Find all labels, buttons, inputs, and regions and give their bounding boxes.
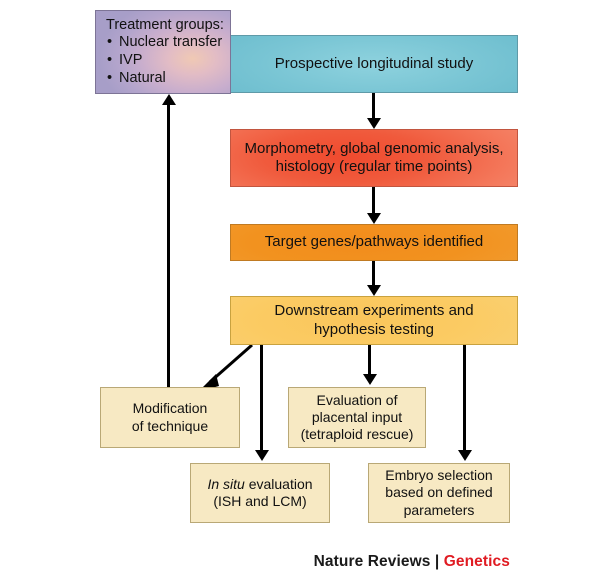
list-item: Nuclear transfer [107,34,230,52]
arrowhead-modification-to-treatment [161,94,176,105]
node-label-line1: Downstream experiments and [274,302,474,320]
node-label-line1: Embryo selection [385,467,493,484]
arrowhead-downstream-to-embryo [457,450,472,461]
figure-credit-footer: Nature Reviews | Genetics [314,553,510,571]
node-label-line3: parameters [403,501,475,518]
connector-downstream-to-embryo [463,345,466,451]
node-morphometry-analysis[interactable]: Morphometry, global genomic analysis, hi… [230,129,518,187]
node-placental-evaluation[interactable]: Evaluation of placental input (tetraploi… [288,387,426,448]
node-target-genes-pathways[interactable]: Target genes/pathways identified [230,224,518,261]
connector-morphometry-to-target [372,187,375,215]
node-embryo-selection[interactable]: Embryo selection based on defined parame… [368,463,510,523]
node-label-line2: (ISH and LCM) [213,493,307,509]
node-label-line3: (tetraploid rescue) [300,426,414,443]
node-in-situ-evaluation[interactable]: In situ evaluation (ISH and LCM) [190,463,330,523]
footer-title: Genetics [443,553,510,570]
connector-target-to-downstream [372,261,375,289]
connector-prospective-to-morphometry [372,93,375,121]
arrowhead-morphometry-to-target [366,213,381,224]
node-modification-of-technique[interactable]: Modification of technique [100,387,240,448]
node-label-line1-rest: evaluation [244,475,313,492]
arrowhead-target-to-downstream [366,285,381,296]
node-label-line2: hypothesis testing [313,320,435,338]
footer-separator: | [430,553,444,570]
node-label-line2: placental input [311,408,403,425]
connector-downstream-to-insitu [260,345,263,451]
list-item: Natural [107,70,230,88]
list-item: IVP [107,52,230,70]
node-prospective-longitudinal-study[interactable]: Prospective longitudinal study [230,35,518,93]
connector-downstream-to-placental [368,345,371,375]
node-label-line1: Modification [132,400,208,417]
node-label-line2: based on defined [385,484,493,501]
footer-journal: Nature Reviews [313,553,431,570]
connector-modification-to-treatment [167,104,170,387]
arrowhead-downstream-to-insitu [254,450,269,461]
node-label-line1-italic: In situ [207,475,245,492]
treatment-groups-header: Treatment groups: [106,16,224,33]
node-treatment-groups[interactable]: Treatment groups: Nuclear transfer IVP N… [95,10,231,94]
arrowhead-prospective-to-morphometry [366,118,381,129]
node-label: Prospective longitudinal study [274,54,474,72]
node-label-line2: of technique [131,417,209,434]
node-label-line1: Morphometry, global genomic analysis, [244,139,504,157]
node-downstream-experiments[interactable]: Downstream experiments and hypothesis te… [230,296,518,345]
node-label: Target genes/pathways identified [264,233,484,251]
treatment-groups-list: Nuclear transfer IVP Natural [106,34,230,87]
node-label-line1: Evaluation of [316,391,398,408]
arrowhead-downstream-to-placental [362,374,377,385]
node-label-line2: histology (regular time points) [275,158,473,175]
